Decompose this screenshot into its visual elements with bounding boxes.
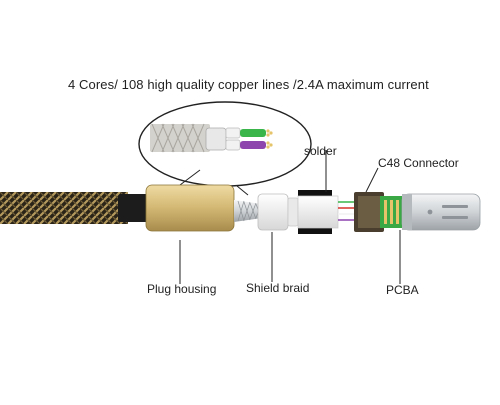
solder-block xyxy=(297,190,356,234)
plug-housing xyxy=(145,184,235,232)
braided-cable xyxy=(0,192,150,224)
c48-connector xyxy=(354,192,481,232)
pcba-label: PCBA xyxy=(386,283,419,297)
shield-braid xyxy=(234,200,262,222)
leader-lines xyxy=(179,150,401,284)
inner-insulation xyxy=(257,193,299,231)
solder-label: solder xyxy=(304,144,337,158)
plug-housing-label: Plug housing xyxy=(147,282,217,296)
magnified-inset xyxy=(138,101,312,196)
headline-text: 4 Cores/ 108 high quality copper lines /… xyxy=(68,77,429,92)
shield-braid-label: Shield braid xyxy=(246,281,310,295)
c48-connector-label: C48 Connector xyxy=(378,156,459,170)
c48-leader xyxy=(365,167,379,193)
